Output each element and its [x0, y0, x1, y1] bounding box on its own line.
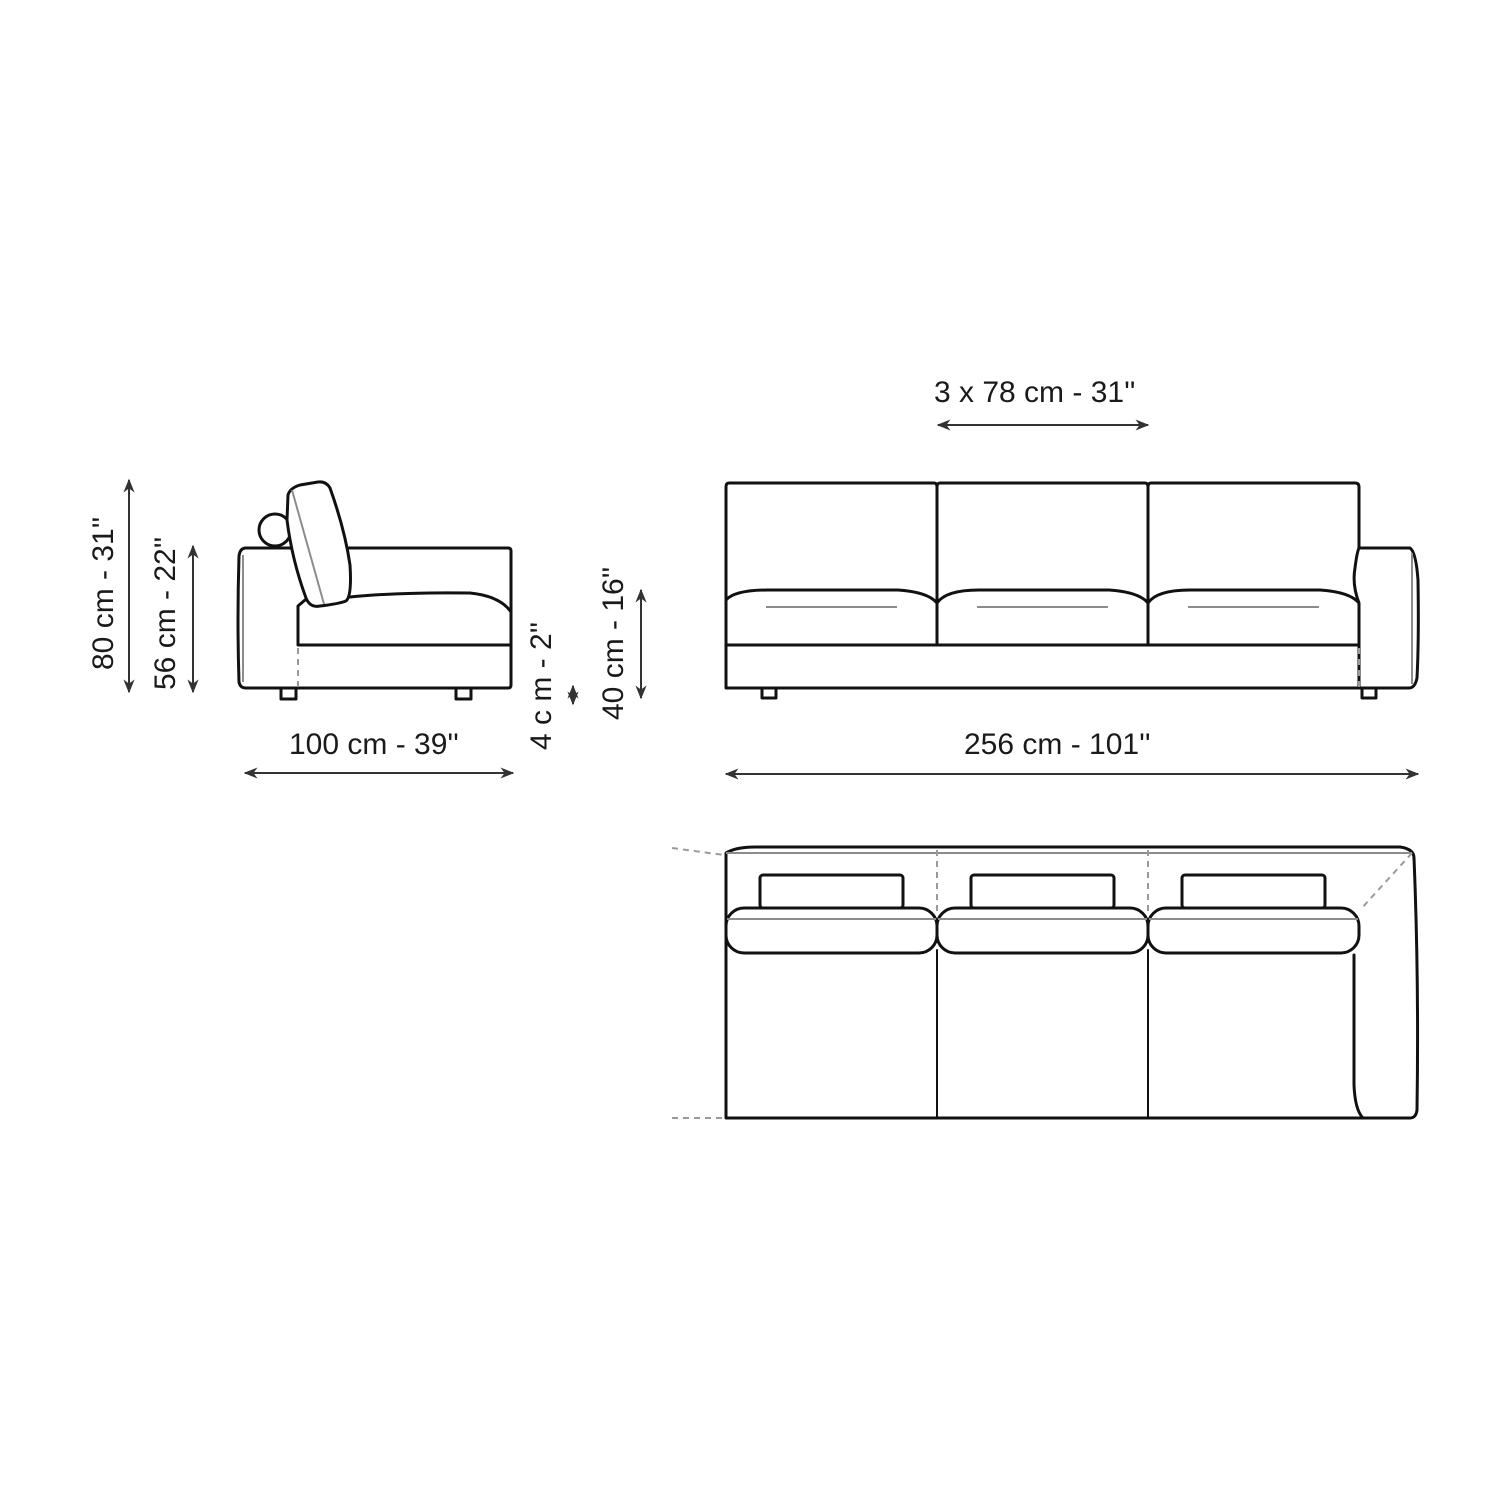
top-seat-cushion-2: [935, 906, 1150, 955]
side-leg-front: [279, 686, 298, 701]
front-view: [724, 481, 1420, 700]
label-seat-height: 40 cm - 16'': [597, 567, 630, 720]
label-total-height: 80 cm - 31'': [87, 517, 120, 670]
side-dimensions: 80 cm - 31'' 56 cm - 22'' 100 cm - 39'' …: [87, 478, 647, 779]
side-back-cushion-seam: [291, 489, 325, 605]
top-back-cushion-1: [758, 873, 905, 910]
front-seat-cushion-1: [724, 588, 939, 647]
top-arm-hidden-diagonal: [1359, 852, 1413, 911]
label-seat-width: 3 x 78 cm - 31'': [934, 376, 1136, 409]
front-right-armrest: [1352, 546, 1420, 690]
front-base: [724, 643, 1362, 690]
side-seat-cushion: [296, 591, 513, 647]
front-seat-cushion-3: [1146, 588, 1361, 647]
top-back-cushion-2: [969, 873, 1116, 910]
label-armrest-height: 56 cm - 22'': [149, 537, 182, 690]
top-right-arm: [1352, 953, 1365, 1120]
label-leg-height: 4 c m - 2'': [525, 622, 558, 750]
top-extension-top: [671, 847, 725, 856]
top-seat-cushion-3: [1146, 906, 1361, 955]
front-dimensions: 3 x 78 cm - 31'' 256 cm - 101'': [724, 376, 1420, 780]
top-back-cushion-3: [1180, 873, 1327, 910]
top-view: [671, 845, 1420, 1120]
side-leg-back: [454, 686, 473, 701]
label-depth: 100 cm - 39'': [289, 728, 459, 761]
label-total-width: 256 cm - 101'': [964, 728, 1151, 761]
side-view: [236, 480, 513, 701]
side-back-cushion: [285, 480, 352, 608]
front-seat-cushion-2: [935, 588, 1150, 647]
top-seat-cushion-1: [724, 906, 939, 955]
